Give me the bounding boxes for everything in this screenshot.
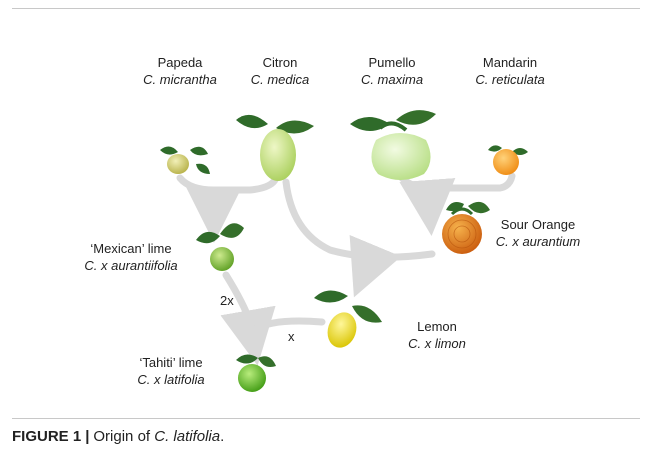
arrow-pumello-mandarin-join: [402, 176, 512, 188]
pumello-label: Pumello C. maxima: [342, 54, 442, 88]
lemon-scientific-name: C. x limon: [392, 335, 482, 352]
mandarin-common-name: Mandarin: [460, 54, 560, 71]
caption-period: .: [220, 428, 224, 445]
sour-orange-common-name: Sour Orange: [488, 216, 588, 233]
cross-count-label: 2x: [220, 293, 234, 308]
sour-orange-label: Sour Orange C. x aurantium: [488, 216, 588, 250]
tahiti-lime-common-name: ‘Tahiti’ lime: [116, 354, 226, 371]
mexican-lime-common-name: ‘Mexican’ lime: [66, 240, 196, 257]
papeda-label: Papeda C. micrantha: [130, 54, 230, 88]
arrow-papeda-citron-to-mexican: [180, 178, 276, 190]
arrow-mexican-to-tahiti: [226, 275, 254, 345]
caption-species: C. latifolia: [154, 428, 220, 445]
citron-common-name: Citron: [230, 54, 330, 71]
mexican-lime-fruit-icon: [196, 223, 244, 271]
tahiti-lime-label: ‘Tahiti’ lime C. x latifolia: [116, 354, 226, 388]
arrow-down-to-sour-orange: [428, 188, 430, 215]
papeda-scientific-name: C. micrantha: [130, 71, 230, 88]
citron-scientific-name: C. medica: [230, 71, 330, 88]
sour-orange-scientific-name: C. x aurantium: [488, 233, 588, 250]
papeda-fruit-icon: [160, 146, 210, 174]
lemon-common-name: Lemon: [392, 318, 482, 335]
sour-orange-fruit-icon: [442, 202, 490, 254]
mexican-lime-label: ‘Mexican’ lime C. x aurantiifolia: [66, 240, 196, 274]
papeda-common-name: Papeda: [130, 54, 230, 71]
arrow-citron-to-lemon: [286, 182, 432, 257]
caption-figure-number: FIGURE 1: [12, 428, 81, 445]
mandarin-label: Mandarin C. reticulata: [460, 54, 560, 88]
pumello-fruit-icon: [350, 110, 436, 180]
figure-bottom-rule: [12, 418, 640, 419]
cross-label: x: [288, 329, 295, 344]
citron-label: Citron C. medica: [230, 54, 330, 88]
pumello-common-name: Pumello: [342, 54, 442, 71]
figure-caption: FIGURE 1|Origin of C. latifolia.: [12, 428, 224, 445]
tahiti-lime-fruit-icon: [236, 354, 276, 392]
mandarin-fruit-icon: [488, 145, 528, 175]
caption-text: Origin of: [93, 428, 154, 445]
pumello-scientific-name: C. maxima: [342, 71, 442, 88]
mexican-lime-scientific-name: C. x aurantiifolia: [66, 257, 196, 274]
mandarin-scientific-name: C. reticulata: [460, 71, 560, 88]
caption-separator: |: [85, 428, 89, 445]
citron-fruit-icon: [236, 115, 314, 181]
tahiti-lime-scientific-name: C. x latifolia: [116, 371, 226, 388]
lemon-label: Lemon C. x limon: [392, 318, 482, 352]
